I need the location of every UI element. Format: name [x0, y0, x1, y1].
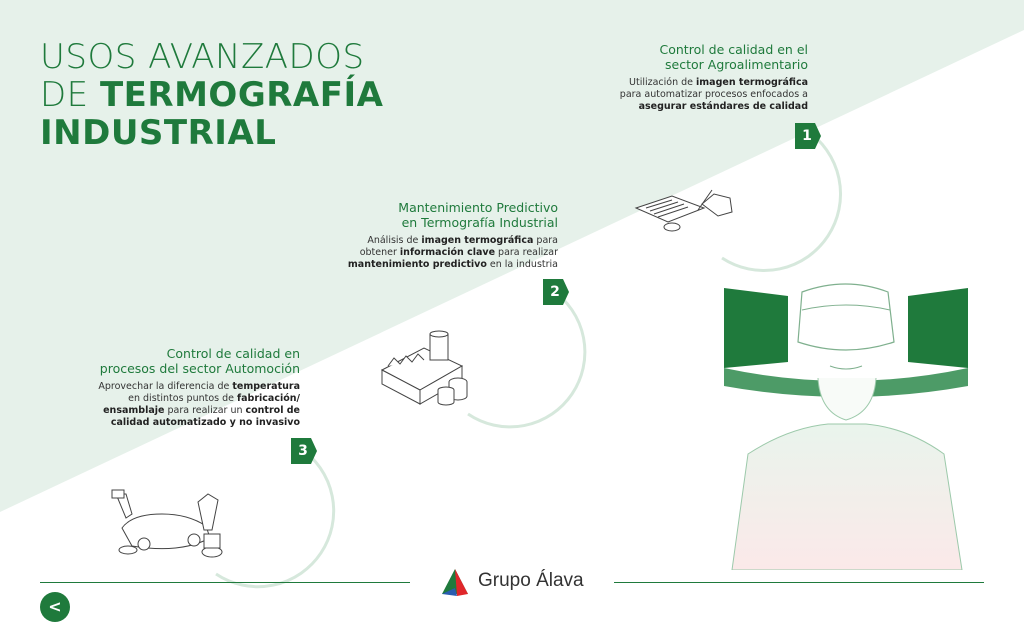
title-line-3: INDUSTRIAL [40, 113, 277, 153]
step-badge-2: 2 [541, 277, 571, 307]
title-line-2-bold: TERMOGRAFÍA [99, 75, 384, 115]
usage-item-2-heading: Mantenimiento Predictivo en Termografía … [398, 200, 558, 230]
robot-arm-car-icon [111, 489, 223, 558]
logo-text: Grupo Álava [478, 570, 584, 591]
page-title: USOS AVANZADOS DE TERMOGRAFÍA INDUSTRIAL [40, 38, 383, 152]
back-arrow-icon: < [48, 597, 62, 616]
usage-item-1-heading: Control de calidad en el sector Agroalim… [659, 42, 809, 72]
usage-item-3: Control de calidad en procesos del secto… [20, 346, 300, 429]
usage-item-2: Mantenimiento Predictivo en Termografía … [298, 200, 558, 271]
factory-icon [380, 330, 468, 406]
title-line-2-light: DE [40, 75, 100, 115]
back-button[interactable]: < [40, 592, 70, 622]
usage-item-3-heading: Control de calidad en procesos del secto… [99, 346, 300, 376]
usage-item-1: Control de calidad en el sector Agroalim… [548, 42, 808, 113]
document-signing-icon [634, 189, 733, 232]
usage-item-2-description: Análisis de imagen termográfica para obt… [347, 235, 558, 270]
footer-divider-left [40, 582, 410, 583]
grupo-alava-logo-icon [442, 569, 468, 596]
title-line-1: USOS AVANZADOS [40, 37, 365, 77]
usage-item-1-description: Utilización de imagen termográfica para … [619, 77, 808, 112]
step-badge-1: 1 [793, 121, 823, 151]
footer-divider-right [614, 582, 984, 583]
usage-item-3-description: Aprovechar la diferencia de temperatura … [98, 381, 300, 428]
step-badge-3: 3 [289, 436, 319, 466]
grupo-alava-logo: Grupo Álava [438, 566, 598, 600]
vr-headset-person-icon [724, 283, 968, 570]
